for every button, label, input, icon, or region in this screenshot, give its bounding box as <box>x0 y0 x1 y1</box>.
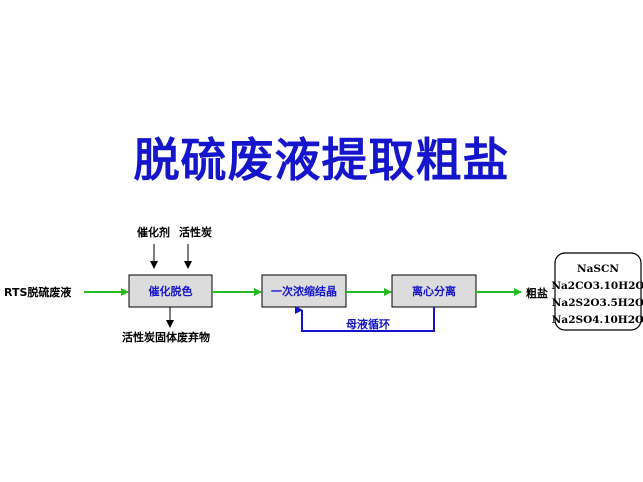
waste-label: 活性炭固体废弃物 <box>122 330 210 344</box>
box-label-primary-concentration: 一次浓缩结晶 <box>271 284 337 298</box>
box-label-centrifugal-separation: 离心分离 <box>412 284 456 298</box>
carbon-label: 活性炭 <box>179 225 212 239</box>
page-title: 脱硫废液提取粗盐 <box>133 133 510 187</box>
catalyst-label: 催化剂 <box>137 225 170 239</box>
product-nascn: NaSCN <box>577 263 619 275</box>
product-box <box>554 252 642 331</box>
box-primary-concentration <box>261 274 347 308</box>
product-na2so4: Na2SO4.10H2O <box>552 314 643 326</box>
recycle-label: 母液循环 <box>346 317 390 331</box>
recycle-loop-line <box>295 306 435 332</box>
input-label: RTS脱硫废液 <box>4 285 72 299</box>
product-na2s2o3: Na2S2O3.5H2O <box>552 297 643 309</box>
output-label: 粗盐 <box>526 286 548 300</box>
box-centrifugal-separation <box>391 274 477 308</box>
box-label-catalytic-decolorization: 催化脱色 <box>149 284 193 298</box>
product-na2co3: Na2CO3.10H2O <box>551 280 643 292</box>
box-catalytic-decolorization <box>128 274 213 308</box>
